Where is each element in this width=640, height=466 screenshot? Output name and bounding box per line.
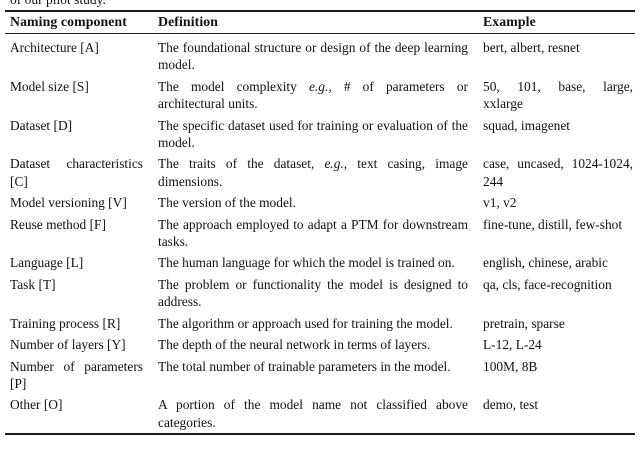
cell-naming-component: Model size [S] <box>10 78 89 94</box>
table-body: Architecture [A] The foundational structu… <box>5 34 635 435</box>
preceding-paragraph-line: of our pilot study. <box>10 0 630 8</box>
definition-text-italic: e.g., <box>324 156 348 172</box>
definition-text-pre: The traits of the dataset, <box>158 156 325 172</box>
column-header-definition: Definition <box>153 11 478 34</box>
cell-naming-component: Architecture [A] <box>10 40 99 55</box>
definition-text-post: text casing, image dimensions. <box>158 156 468 189</box>
cell-example: squad, imagenet <box>483 117 571 133</box>
naming-components-table-container: Naming component Definition Example Arch… <box>0 10 640 436</box>
cell-example: pretrain, sparse <box>483 315 565 331</box>
table-row: Other [O] A portion of the model name not… <box>5 394 635 434</box>
cell-example: fine-tune, distill, few-shot <box>483 216 623 232</box>
table-row: Dataset [D] The specific dataset used for… <box>5 115 635 154</box>
cell-definition: The total number of trainable parameters… <box>153 356 478 395</box>
cell-definition: The problem or functionality the model i… <box>153 274 478 313</box>
cell-naming-component: Training process [R] <box>10 315 121 331</box>
cell-example: english, chinese, arabic <box>483 255 608 271</box>
definition-text-pre: The model complexity <box>158 78 309 94</box>
cell-definition: The foundational structure or design of … <box>153 34 478 76</box>
cell-naming-component: Dataset characteristics [C] <box>10 156 143 189</box>
cell-definition: The traits of the dataset, e.g., text ca… <box>153 153 478 192</box>
table-row: Language [L] The human language for which… <box>5 252 635 273</box>
definition-text: The foundational structure or design of … <box>158 40 468 73</box>
cell-definition: The depth of the neural network in terms… <box>153 334 478 355</box>
cell-naming-component: Language [L] <box>10 255 84 271</box>
cell-example: case, uncased, 1024-1024, 244 <box>483 156 633 189</box>
column-header-example: Example <box>478 11 635 34</box>
table-row: Reuse method [F] The approach employed to… <box>5 214 635 253</box>
cell-definition: The specific dataset used for training o… <box>153 115 478 154</box>
cell-definition: The model complexity e.g., # of paramete… <box>153 76 478 115</box>
cell-naming-component: Other [O] <box>10 397 63 413</box>
cell-naming-component: Model versioning [V] <box>10 195 127 211</box>
cell-definition: The approach employed to adapt a PTM for… <box>153 214 478 253</box>
definition-text: The depth of the neural network in terms… <box>158 337 431 353</box>
definition-text: The total number of trainable parameters… <box>158 358 451 374</box>
cell-example: demo, test <box>483 397 539 413</box>
definition-text: The specific dataset used for training o… <box>158 117 468 151</box>
definition-text-post: # of parameters or architectural units. <box>158 78 468 112</box>
table-row: Training process [R] The algorithm or app… <box>5 313 635 334</box>
cell-definition: A portion of the model name not classifi… <box>153 394 478 434</box>
table-row: Task [T] The problem or functionality the… <box>5 274 635 313</box>
table-header: Naming component Definition Example <box>5 11 635 34</box>
cell-naming-component: Task [T] <box>10 276 56 292</box>
cell-naming-component: Number of parameters [P] <box>10 358 143 391</box>
table-header-row: Naming component Definition Example <box>5 11 635 34</box>
cell-example: qa, cls, face-recognition <box>483 276 612 292</box>
cell-definition: The version of the model. <box>153 192 478 213</box>
definition-text: The algorithm or approach used for train… <box>158 315 453 331</box>
table-row: Number of layers [Y] The depth of the neu… <box>5 334 635 355</box>
definition-text: The human language for which the model i… <box>158 255 455 271</box>
table-row: Architecture [A] The foundational structu… <box>5 34 635 76</box>
definition-text: The version of the model. <box>158 195 296 211</box>
cell-example: 50, 101, base, large, xxlarge <box>483 78 633 112</box>
cell-example: L-12, L-24 <box>483 337 542 353</box>
cell-naming-component: Reuse method [F] <box>10 216 106 232</box>
definition-text: The problem or functionality the model i… <box>158 276 468 310</box>
definition-text: The approach employed to adapt a PTM for… <box>158 216 468 250</box>
cell-example: v1, v2 <box>483 195 517 211</box>
cell-definition: The algorithm or approach used for train… <box>153 313 478 334</box>
cell-example: 100M, 8B <box>483 358 538 374</box>
column-header-naming-component: Naming component <box>5 11 153 34</box>
naming-components-table: Naming component Definition Example Arch… <box>5 10 635 436</box>
cell-example: bert, albert, resnet <box>483 40 580 55</box>
definition-text: A portion of the model name not classifi… <box>158 397 468 430</box>
cell-definition: The human language for which the model i… <box>153 252 478 273</box>
table-row: Model size [S] The model complexity e.g.,… <box>5 76 635 115</box>
table-row: Dataset characteristics [C] The traits of… <box>5 153 635 192</box>
table-row: Number of parameters [P] The total number… <box>5 356 635 395</box>
table-row: Model versioning [V] The version of the m… <box>5 192 635 213</box>
cell-naming-component: Dataset [D] <box>10 117 73 133</box>
cell-naming-component: Number of layers [Y] <box>10 337 126 353</box>
definition-text-italic: e.g., <box>308 78 332 94</box>
